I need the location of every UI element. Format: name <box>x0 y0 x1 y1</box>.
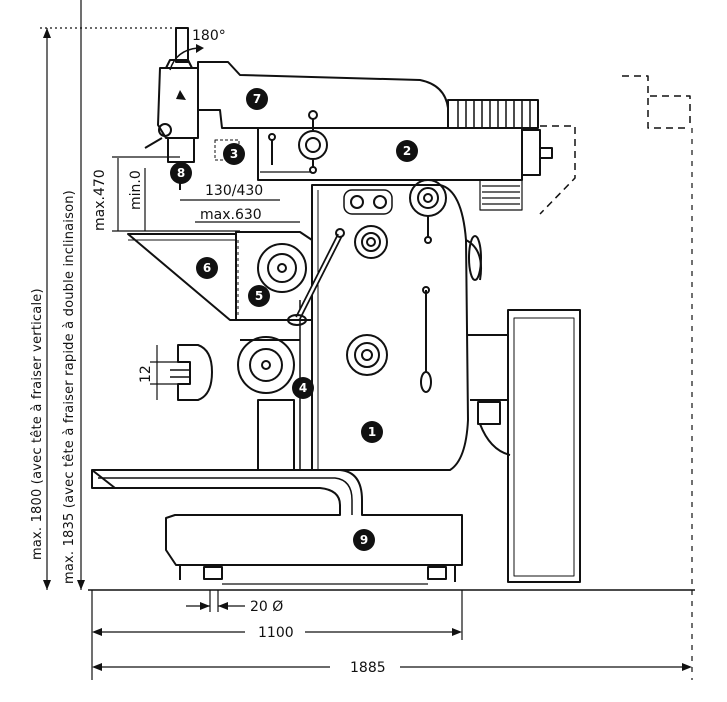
svg-text:4: 4 <box>299 381 307 395</box>
height-note-double-inclination-head: max. 1835 (avec tête à fraiser rapide à … <box>62 190 77 584</box>
badge-7: 7 <box>246 88 268 110</box>
base-dimension-lines <box>91 128 693 680</box>
rotation-label: 180° <box>192 28 226 44</box>
badge-9: 9 <box>353 529 375 551</box>
overarm <box>197 61 553 211</box>
motor <box>465 235 581 583</box>
svg-text:9: 9 <box>360 533 368 547</box>
badge-3: 3 <box>223 143 245 165</box>
dim-slot-12: 12 <box>138 365 154 383</box>
svg-text:7: 7 <box>253 92 261 106</box>
part-badges: 1 2 3 4 5 6 7 8 9 <box>170 88 418 551</box>
badge-4: 4 <box>292 377 314 399</box>
dim-130-430: 130/430 <box>205 183 263 199</box>
dim-max-470: max.470 <box>92 169 108 231</box>
svg-text:1: 1 <box>368 425 376 439</box>
height-dimension-lines <box>40 0 176 590</box>
badge-6: 6 <box>196 257 218 279</box>
height-note-vertical-head: max. 1800 (avec tête à fraiser verticale… <box>30 288 45 560</box>
svg-text:2: 2 <box>403 144 411 158</box>
svg-text:3: 3 <box>230 147 238 161</box>
overarm-extension <box>539 75 691 215</box>
rotation-arrow <box>169 47 199 71</box>
badge-5: 5 <box>248 285 270 307</box>
dim-min-0: min.0 <box>128 170 144 210</box>
dim-base-1100: 1100 <box>258 625 294 641</box>
table <box>127 233 239 321</box>
column-controls <box>343 179 447 393</box>
dim-overall-1885: 1885 <box>350 660 386 676</box>
vertical-head <box>144 27 240 190</box>
dim-max-630: max.630 <box>200 207 262 223</box>
badge-1: 1 <box>361 421 383 443</box>
dim-bolt-20: 20 Ø <box>250 599 283 615</box>
t-slot-detail <box>170 344 213 401</box>
badge-2: 2 <box>396 140 418 162</box>
svg-text:6: 6 <box>203 261 211 275</box>
head-dimension-lines <box>112 156 300 400</box>
svg-text:5: 5 <box>255 289 263 303</box>
badge-8: 8 <box>170 162 192 184</box>
svg-text:8: 8 <box>177 166 185 180</box>
dimension-arrowheads <box>43 28 692 671</box>
base-tray <box>91 469 463 585</box>
knee <box>235 228 345 394</box>
